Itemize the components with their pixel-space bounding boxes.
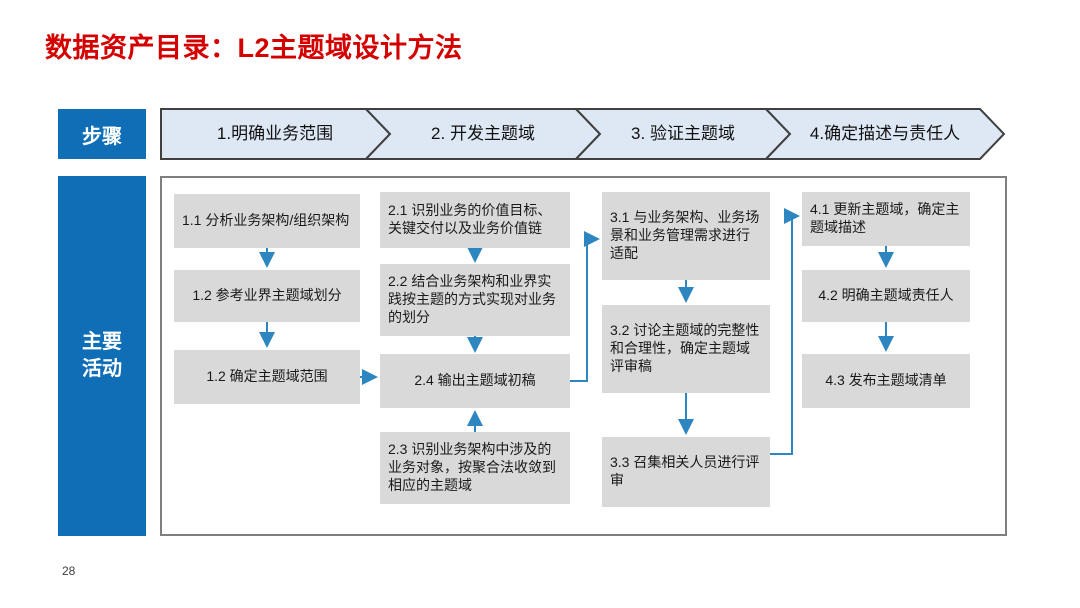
connector-3-3-to-4-1 <box>770 208 800 455</box>
steps-row-label: 步骤 <box>58 109 146 159</box>
flow-arrows <box>259 208 894 455</box>
activities-row-label: 主要活动 <box>58 176 146 536</box>
activity-box-4-3: 4.3 发布主题域清单 <box>802 354 970 408</box>
steps-row-label-text: 步骤 <box>82 125 122 148</box>
step-4: 4.确定描述与责任人 <box>809 124 961 143</box>
activity-box-1-1: 1.1 分析业务架构/组织架构 <box>174 194 360 248</box>
activity-box-3-1: 3.1 与业务架构、业务场景和业务管理需求进行适配 <box>602 192 770 280</box>
activity-box-2-4: 2.4 输出主题域初稿 <box>380 354 570 408</box>
step-3: 3. 验证主题域 <box>631 124 735 143</box>
activity-box-3-2: 3.2 讨论主题域的完整性和合理性，确定主题域评审稿 <box>602 305 770 393</box>
activity-box-2-1: 2.1 识别业务的价值目标、关键交付以及业务价值链 <box>380 192 570 248</box>
activity-box-1-2b: 1.2 确定主题域范围 <box>174 350 360 404</box>
activity-box-3-3: 3.3 召集相关人员进行评审 <box>602 437 770 507</box>
activity-box-1-2: 1.2 参考业界主题域划分 <box>174 270 360 322</box>
steps-chevron-bar: 1.明确业务范围 2. 开发主题域 3. 验证主题域 4.确定描述与责任人 <box>160 108 1005 160</box>
step-2: 2. 开发主题域 <box>431 124 535 143</box>
page-title: 数据资产目录：L2主题域设计方法 <box>45 33 463 63</box>
connector-2-4-to-3-1 <box>570 231 600 382</box>
activities-container: 1.1 分析业务架构/组织架构 1.2 参考业界主题域划分 1.2 确定主题域范… <box>160 176 1007 536</box>
activity-box-2-2: 2.2 结合业务架构和业界实践按主题的方式实现对业务的划分 <box>380 264 570 336</box>
step-1: 1.明确业务范围 <box>216 124 334 143</box>
chevron-step-4-shape <box>763 108 1005 160</box>
activities-row-label-text: 主要活动 <box>82 331 122 380</box>
activity-box-4-1: 4.1 更新主题域，确定主题域描述 <box>802 192 970 246</box>
activity-box-2-3: 2.3 识别业务架构中涉及的业务对象，按聚合法收敛到相应的主题域 <box>380 432 570 504</box>
activity-box-4-2: 4.2 明确主题域责任人 <box>802 270 970 322</box>
page-number: 28 <box>62 564 76 578</box>
chevron-shapes <box>160 108 1005 160</box>
